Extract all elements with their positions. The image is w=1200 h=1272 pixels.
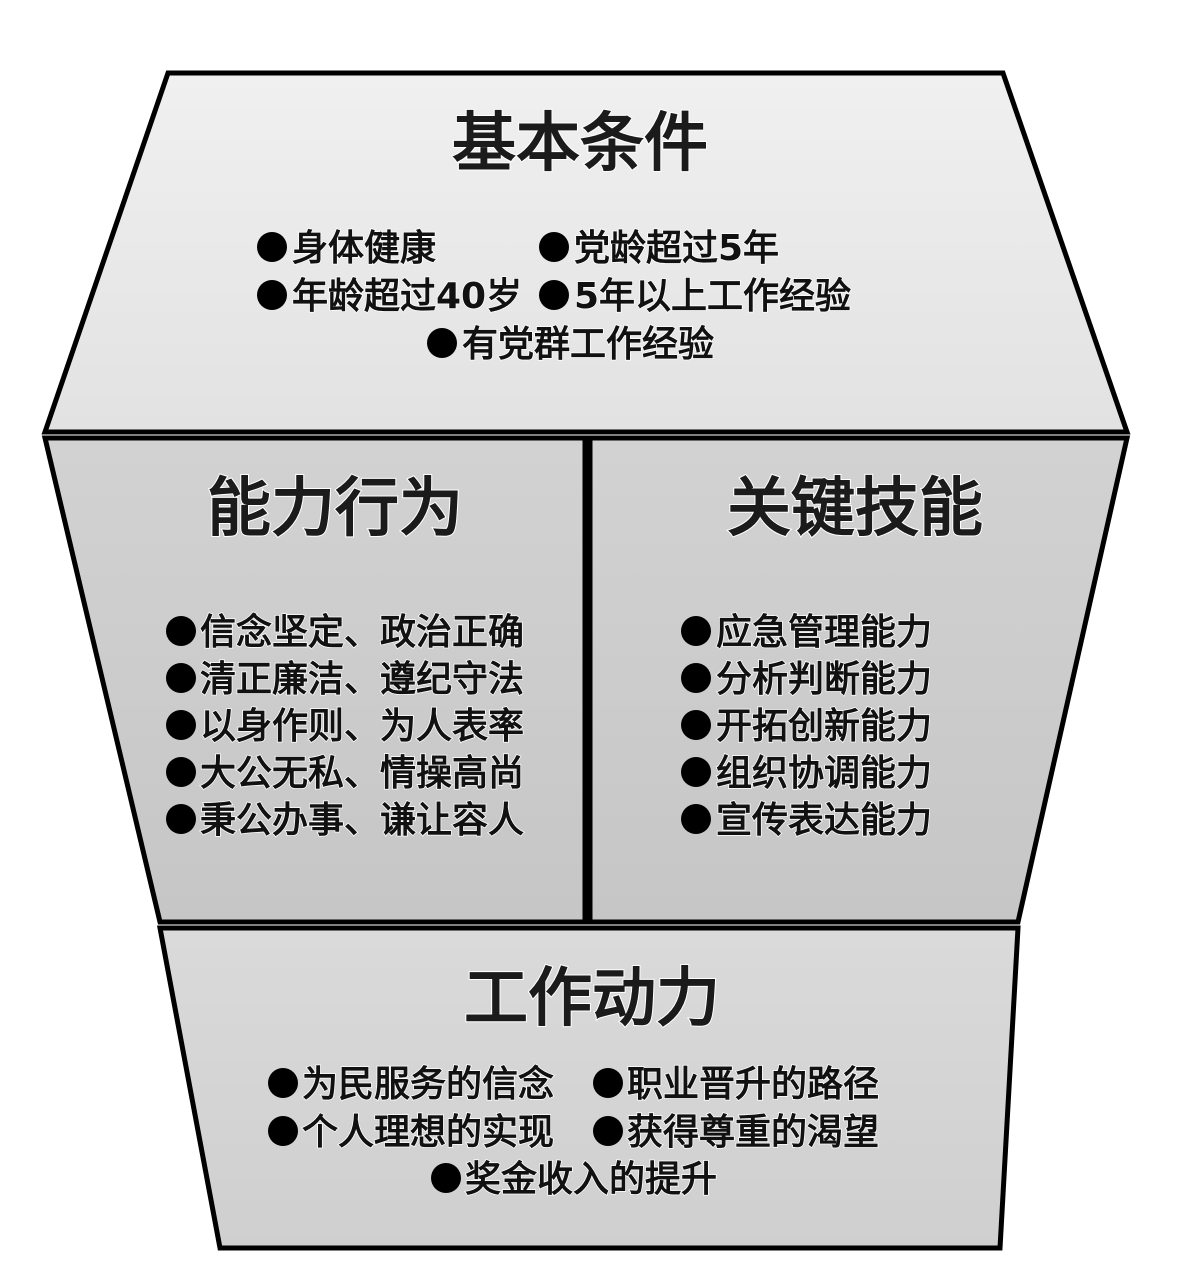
panel-work-motivation-title: 工作动力 [464, 962, 720, 1036]
bullet-label: 职业晋升的路径 [627, 1064, 879, 1105]
bullet-item: 开拓创新能力 [681, 705, 933, 748]
bullet-label: 身体健康 [292, 227, 436, 269]
panel-basic-conditions-title: 基本条件 [452, 107, 708, 181]
bullet-label: 开拓创新能力 [716, 706, 932, 747]
bullet-label: 年龄超过40岁 [292, 276, 522, 317]
bullet-item: 身体健康 [257, 226, 437, 270]
panel-basic-conditions-shape [41, 70, 1131, 435]
bullet-item: 党龄超过5年 [539, 227, 780, 270]
bullet-label: 宣传表达能力 [716, 800, 932, 841]
bullet-label: 以身作则、为人表率 [200, 706, 524, 747]
bullet-label: 有党群工作经验 [462, 324, 714, 365]
bullet-item: 5年以上工作经验 [539, 275, 852, 318]
bullet-item: 秉公办事、谦让容人 [166, 799, 525, 842]
panel-capability-behavior: 能力行为 信念坚定、政治正确 清正廉洁、遵纪守法 以身作则、为人表率 大公无私、… [41, 435, 588, 925]
bullet-dot [166, 616, 196, 646]
bullet-item: 有党群工作经验 [427, 323, 715, 366]
bullet-item: 职业晋升的路径 [593, 1063, 880, 1106]
bullet-item: 为民服务的信念 [268, 1062, 555, 1106]
bullet-label: 党龄超过5年 [574, 228, 779, 269]
bullet-dot [268, 1116, 298, 1146]
bullet-dot [257, 232, 287, 262]
bullet-dot [681, 663, 711, 693]
panel-key-skills-title: 关键技能 [727, 472, 983, 546]
bullet-label: 奖金收入的提升 [465, 1158, 717, 1200]
bullet-dot [268, 1068, 298, 1098]
bullet-dot [681, 804, 711, 834]
bullet-dot [427, 328, 457, 358]
bullet-dot [431, 1163, 461, 1193]
bullet-item: 清正廉洁、遵纪守法 [166, 658, 525, 701]
bullet-item: 大公无私、情操高尚 [166, 752, 525, 795]
panel-key-skills-shape [587, 435, 1131, 925]
bullet-item: 组织协调能力 [681, 752, 933, 795]
bullet-label: 为民服务的信念 [302, 1063, 554, 1105]
bullet-dot [166, 663, 196, 693]
bullet-dot [166, 804, 196, 834]
bullet-item: 获得尊重的渴望 [593, 1111, 880, 1154]
bullet-item: 奖金收入的提升 [431, 1157, 718, 1201]
bullet-label: 组织协调能力 [716, 753, 932, 794]
panel-capability-behavior-shape [41, 435, 588, 925]
bullet-dot [257, 280, 287, 310]
bullet-item: 分析判断能力 [681, 658, 933, 701]
bullet-label: 信念坚定、政治正确 [200, 611, 524, 653]
bullet-dot [593, 1116, 623, 1146]
bullet-label: 5年以上工作经验 [574, 276, 851, 317]
panel-basic-conditions: 基本条件 身体健康 党龄超过5年 年龄超过40岁 5年以上工作经验 有党群工作经… [41, 70, 1131, 435]
bullet-label: 应急管理能力 [716, 612, 932, 653]
bullet-item: 信念坚定、政治正确 [166, 610, 525, 654]
bullet-label: 个人理想的实现 [302, 1112, 554, 1153]
bullet-label: 秉公办事、谦让容人 [200, 800, 524, 841]
panel-work-motivation: 工作动力 为民服务的信念 职业晋升的路径 个人理想的实现 获得尊重的渴望 奖金收… [156, 925, 1021, 1251]
bullet-dot [681, 616, 711, 646]
bullet-dot [681, 757, 711, 787]
bullet-item: 应急管理能力 [681, 611, 933, 654]
bullet-dot [593, 1068, 623, 1098]
bullet-dot [166, 757, 196, 787]
bullet-item: 宣传表达能力 [681, 799, 933, 842]
panel-capability-behavior-title: 能力行为 [207, 472, 463, 546]
bullet-label: 大公无私、情操高尚 [200, 753, 524, 794]
bullet-label: 分析判断能力 [716, 659, 932, 700]
bullet-dot [539, 232, 569, 262]
bullet-dot [681, 710, 711, 740]
panel-key-skills: 关键技能 应急管理能力 分析判断能力 开拓创新能力 组织协调能力 宣传表达能力 [587, 435, 1131, 925]
panel-work-motivation-shape [156, 925, 1021, 1251]
bullet-dot [166, 710, 196, 740]
bullet-item: 个人理想的实现 [268, 1111, 555, 1154]
bullet-label: 获得尊重的渴望 [627, 1112, 879, 1153]
bullet-item: 以身作则、为人表率 [166, 705, 525, 748]
bullet-item: 年龄超过40岁 [257, 275, 523, 318]
bullet-label: 清正廉洁、遵纪守法 [200, 659, 524, 700]
bullet-dot [539, 280, 569, 310]
